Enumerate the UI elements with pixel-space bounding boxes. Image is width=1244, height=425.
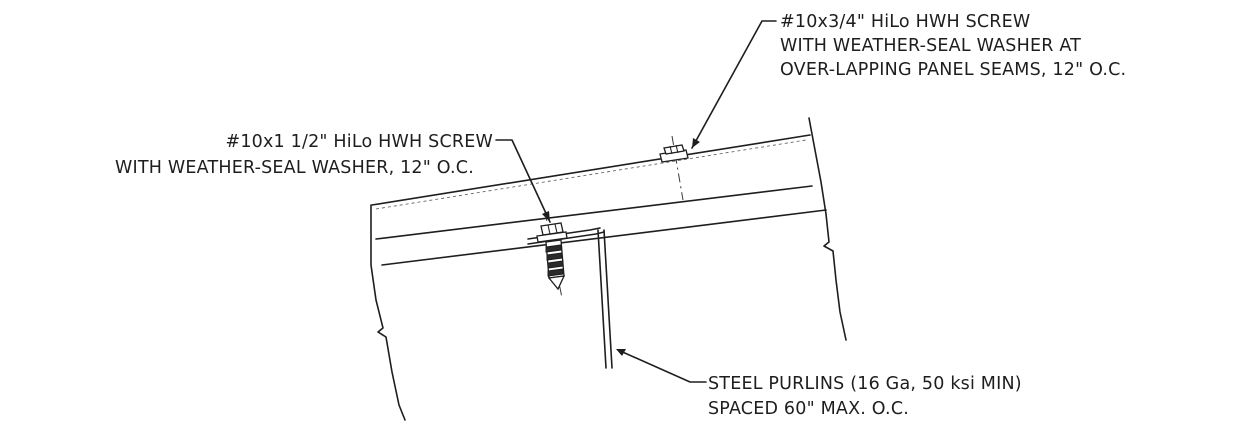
seam-screw-callout-line-2: WITH WEATHER-SEAL WASHER AT [780,36,1081,56]
panel-middle-line [375,185,813,240]
break-line-right [808,117,847,341]
break-line-left [370,204,406,421]
panel-top-hatch [375,139,807,210]
seam-screw [659,135,689,201]
seam-screw-callout: #10x3/4" HiLo HWH SCREW WITH WEATHER-SEA… [780,12,1126,80]
leader-seam-screw [691,20,777,149]
panel-screw [536,211,568,299]
seam-screw-callout-line-1: #10x3/4" HiLo HWH SCREW [780,12,1030,32]
purlins-callout-line-1: STEEL PURLINS (16 Ga, 50 ksi MIN) [708,374,1022,394]
seam-screw-centerline [671,135,684,201]
seam-screw-callout-line-3: OVER-LAPPING PANEL SEAMS, 12" O.C. [780,60,1126,80]
purlins-callout: STEEL PURLINS (16 Ga, 50 ksi MIN) SPACED… [708,374,1022,419]
leader-panel-screw [495,139,551,223]
steel-purlin [527,227,613,369]
panel-screw-callout-line-1: #10x1 1/2" HiLo HWH SCREW [225,132,493,152]
purlins-callout-line-2: SPACED 60" MAX. O.C. [708,399,909,419]
panel-screw-callout-line-2: WITH WEATHER-SEAL WASHER, 12" O.C. [115,158,474,178]
leader-purlins [616,349,707,383]
panel-top-edge [371,134,811,206]
panel-screw-callout: #10x1 1/2" HiLo HWH SCREW WITH WEATHER-S… [115,132,493,178]
